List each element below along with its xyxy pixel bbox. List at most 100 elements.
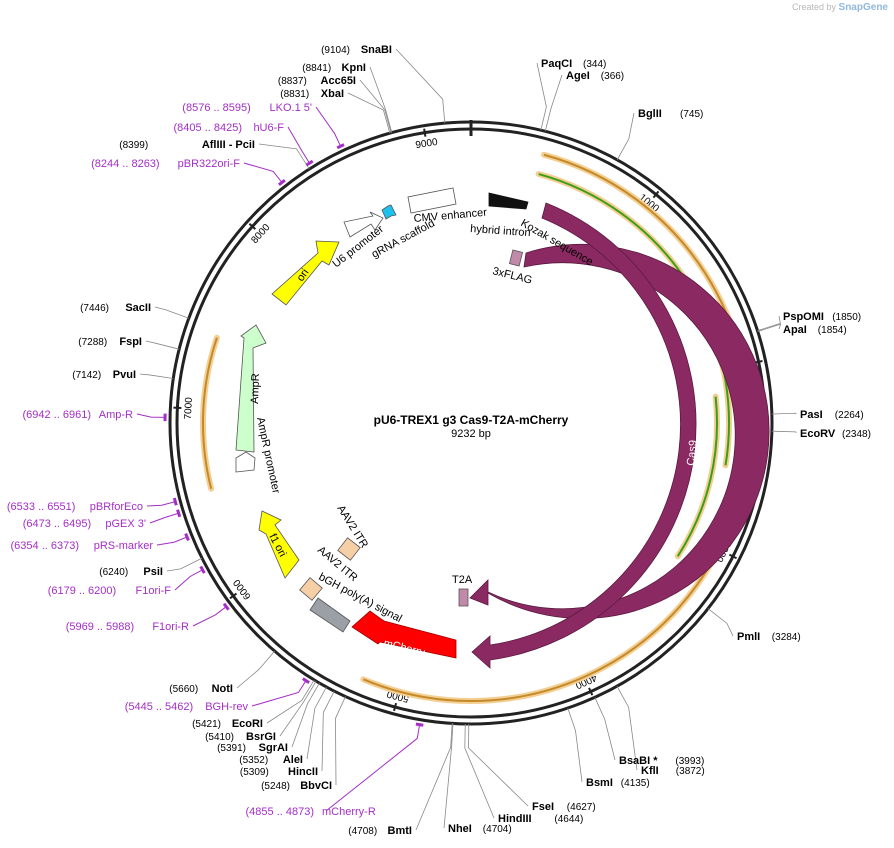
site-position: (7288) <box>78 337 107 348</box>
ori-arrow <box>271 240 340 306</box>
primer-range: (6942 .. 6961) <box>23 409 92 421</box>
site-leader <box>594 697 616 761</box>
site-leader <box>236 650 275 689</box>
site-name: Acc65I <box>321 75 356 87</box>
label-cas9-outer: Cas9 <box>685 440 700 467</box>
primer-name: F1ori-R <box>152 621 189 633</box>
primer-range: (4855 .. 4873) <box>246 806 315 818</box>
site-leader <box>616 112 635 161</box>
label-flag: 3xFLAG <box>491 265 533 286</box>
site-name: BbvCI <box>300 780 332 792</box>
site-position: (745) <box>680 109 703 120</box>
label-ampr: AmpR <box>249 373 262 404</box>
tick-mark <box>588 687 594 696</box>
label-hybrid-intron: hybrid intron <box>470 223 531 239</box>
primer-name: Amp-R <box>99 409 133 421</box>
primer-leader <box>243 162 283 183</box>
site-name: FseI <box>532 801 554 813</box>
credit-brand: SnapGene <box>838 2 888 13</box>
site-leader <box>757 315 781 332</box>
site-position: (6240) <box>99 567 128 578</box>
flag-block <box>508 249 524 267</box>
u6-promoter-arrow <box>343 211 384 238</box>
site-position: (5309) <box>240 767 269 778</box>
primer-name: LKO.1 5' <box>270 102 312 114</box>
site-leader <box>335 696 346 786</box>
site-name: HindIII <box>498 813 532 825</box>
primer-range: (5969 .. 5988) <box>66 621 135 633</box>
primer-leader <box>149 512 179 524</box>
site-name: AgeI <box>566 70 590 82</box>
tick-label: 7000 <box>183 397 195 420</box>
site-position: (344) <box>583 59 606 70</box>
site-leader <box>154 306 189 319</box>
site-leader <box>291 682 320 748</box>
primer-range: (6473 .. 6495) <box>23 518 92 530</box>
site-position: (2348) <box>842 429 871 440</box>
label-cas9-inner: Cas9 <box>632 434 645 460</box>
site-name: NotI <box>212 683 233 695</box>
primer-leader <box>325 724 421 812</box>
site-position: (8399) <box>119 140 148 151</box>
site-position: (3993) <box>675 756 704 767</box>
site-name: SacII <box>125 302 151 314</box>
site-leader <box>415 723 453 831</box>
primer-mark <box>184 532 190 542</box>
site-name: BsrGI <box>246 731 276 743</box>
site-name: XbaI <box>321 88 344 100</box>
primer-name: pGEX 3' <box>105 518 146 530</box>
credit-prefix: Created by <box>791 2 837 12</box>
mcherry-arrow <box>351 610 457 659</box>
site-position: (4708) <box>348 826 377 837</box>
site-leader <box>544 74 563 132</box>
site-leader <box>166 557 203 572</box>
hybrid-intron-block <box>488 192 529 210</box>
site-leader <box>369 66 393 133</box>
primer-group: LKO.1 5'(8576 .. 8595)hU6-F(8405 .. 8425… <box>7 102 424 818</box>
primer-mark <box>222 602 230 611</box>
site-position: (4627) <box>567 802 596 813</box>
grna-scaffold-arrow <box>381 204 397 220</box>
site-position: (5410) <box>205 732 234 743</box>
ampr-arrow <box>235 324 267 453</box>
site-leader <box>468 723 529 807</box>
site-position: (8841) <box>302 63 331 74</box>
primer-range: (6354 .. 6373) <box>11 540 80 552</box>
bgh-block <box>309 597 351 633</box>
site-name: PasI <box>800 409 823 421</box>
f1-ori-arrow <box>258 510 300 579</box>
site-leader <box>567 707 583 783</box>
site-name: FspI <box>119 336 142 348</box>
primer-name: pRS-marker <box>94 540 154 552</box>
site-position: (8837) <box>278 76 307 87</box>
primer-leader <box>136 413 166 418</box>
site-leader <box>279 680 317 737</box>
site-leader <box>616 686 638 771</box>
site-position: (5391) <box>217 743 246 754</box>
tick-mark <box>393 702 398 712</box>
site-leader <box>321 690 335 772</box>
primer-range: (6533 .. 6551) <box>7 501 76 513</box>
t2a-block <box>458 588 469 607</box>
primer-leader <box>156 536 188 546</box>
site-group: SnaBI(9104)KpnI(8841)Acc65I(8837)XbaI(88… <box>72 44 871 837</box>
primer-range: (6179 .. 6200) <box>48 585 117 597</box>
site-position: (1854) <box>818 325 847 336</box>
plasmid-name: pU6-TREX1 g3 Cas9-T2A-mCherry <box>374 413 569 427</box>
site-leader <box>266 679 315 724</box>
site-leader <box>306 686 327 760</box>
label-ampr-promoter: AmpR promoter <box>254 416 282 495</box>
site-position: (2264) <box>835 410 864 421</box>
primer-mark <box>199 565 206 574</box>
site-leader <box>139 373 174 379</box>
primer-leader <box>174 569 203 591</box>
site-position: (1850) <box>832 312 861 323</box>
tick-mark <box>652 190 660 199</box>
site-name: KflI <box>641 765 659 777</box>
cmv-enhancer-block <box>407 187 457 214</box>
aav2-itr-block-2 <box>299 577 323 601</box>
site-name: PmlI <box>737 631 760 643</box>
tick-mark <box>728 553 738 560</box>
site-name: AleI <box>283 754 303 766</box>
